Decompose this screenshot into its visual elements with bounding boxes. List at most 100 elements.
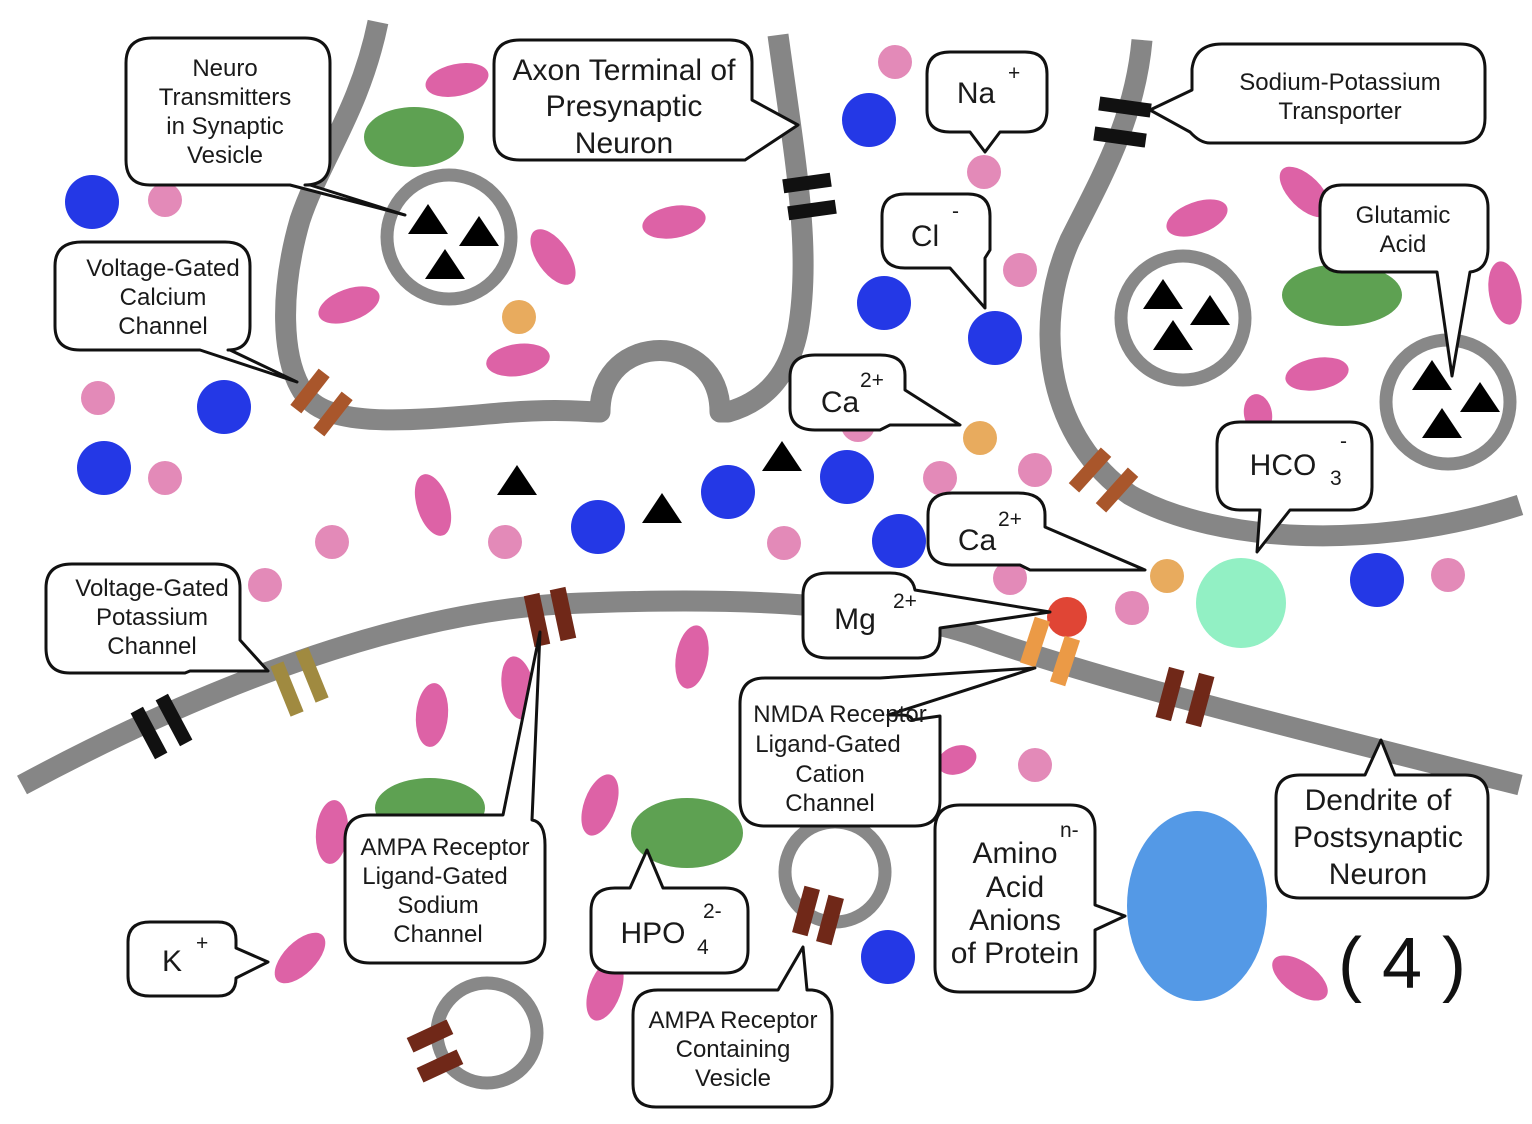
label-line: Voltage-Gated (75, 575, 228, 602)
label-line: Axon Terminal of (513, 54, 737, 87)
ampa-receptor-channel-1 (523, 586, 577, 648)
ion-symbol: K (162, 945, 182, 978)
ion-symbol: Ca (821, 386, 860, 419)
label-bicarbonate-ion: HCO 3 - (1215, 420, 1374, 554)
chloride-ion-icon (820, 450, 874, 504)
label-line: Channel (107, 633, 196, 660)
label-line: Calcium (120, 284, 207, 311)
neurotransmitter-icon (408, 204, 448, 234)
calcium-ion-icon (502, 300, 536, 334)
label-line: Neuro (192, 55, 257, 82)
potassium-ion-icon (1166, 199, 1228, 237)
label-axon-terminal: Axon Terminal of Presynaptic Neuron (492, 38, 800, 162)
postsynaptic-dendrite-membrane (17, 590, 1523, 796)
chloride-ion-icon (968, 311, 1022, 365)
chloride-ion-icon (1350, 553, 1404, 607)
ion-charge: 2+ (893, 590, 917, 613)
bicarbonate-ion-icon (1196, 558, 1286, 648)
ion-charge: + (196, 932, 208, 955)
potassium-ion-icon (415, 683, 449, 747)
ampa-receptor-on-vesicle-2 (406, 1019, 464, 1083)
neurotransmitter-icon (642, 493, 682, 523)
label-line: Transmitters (159, 84, 291, 111)
label-amino-acid-anions: Amino Acid Anions of Protein n- (933, 803, 1127, 994)
label-glutamic-acid: Glutamic Acid (1318, 183, 1490, 378)
sodium-ion-icon (878, 45, 912, 79)
ion-charge: - (1340, 430, 1347, 453)
ion-symbol: Mg (834, 603, 876, 636)
label-nmda-receptor: NMDA Receptor Ligand-Gated Cation Channe… (738, 666, 1037, 828)
ion-subscript: 4 (697, 936, 709, 959)
label-line: Postsynaptic (1293, 821, 1463, 854)
label-line: Ligand-Gated (362, 863, 507, 890)
synaptic-vesicle-3 (1379, 333, 1517, 471)
protein-anion-icon (1127, 811, 1267, 1001)
sodium-ion-icon (1431, 558, 1465, 592)
nmda-receptor-channel (1019, 616, 1081, 687)
label-line: Ligand-Gated (755, 731, 900, 758)
label-line: Channel (785, 790, 874, 817)
label-calcium-ion-2: Ca 2+ (926, 491, 1147, 572)
label-line: Acid (1380, 231, 1427, 258)
neurotransmitter-icon (1190, 295, 1230, 325)
sodium-ion-icon (1115, 591, 1149, 625)
voltage-gated-calcium-channel-1 (290, 368, 353, 437)
label-line: Sodium-Potassium (1239, 69, 1440, 96)
sodium-ion-icon (1003, 253, 1037, 287)
label-ampa-containing-vesicle: AMPA Receptor Containing Vesicle (631, 945, 834, 1109)
potassium-ion-icon (1272, 955, 1328, 1001)
label-ampa-receptor: AMPA Receptor Ligand-Gated Sodium Channe… (343, 630, 547, 965)
sodium-ion-icon (923, 461, 957, 495)
neurotransmitter-icon (1422, 408, 1462, 438)
sodium-potassium-transporter-3 (130, 693, 193, 760)
ion-symbol: Cl (911, 220, 939, 253)
label-line: in Synaptic (166, 113, 283, 140)
label-line: Transporter (1278, 98, 1401, 125)
neurotransmitter-icon (1143, 279, 1183, 309)
chloride-ion-icon (857, 276, 911, 330)
label-line: Channel (393, 921, 482, 948)
synaptic-vesicle-2 (1114, 249, 1252, 387)
sodium-ion-icon (148, 461, 182, 495)
neurotransmitter-icon (459, 216, 499, 246)
neurotransmitter-icon (1412, 360, 1452, 390)
label-line: Glutamic (1356, 202, 1451, 229)
label-voltage-gated-potassium-channel: Voltage-Gated Potassium Channel (44, 562, 270, 675)
ions-layer (65, 45, 1522, 1021)
label-line: Dendrite of (1305, 784, 1452, 817)
label-voltage-gated-calcium-channel: Voltage-Gated Calcium Channel (53, 240, 299, 384)
svg-text:Neuro: Neuro (192, 55, 257, 82)
potassium-ion-icon (581, 774, 619, 836)
neurotransmitter-icon (1460, 382, 1500, 412)
chloride-ion-icon (872, 514, 926, 568)
ion-charge: + (1008, 62, 1020, 85)
potassium-ion-icon (675, 625, 709, 689)
phosphate-ion-icon (364, 107, 464, 167)
potassium-ion-icon (1285, 357, 1349, 391)
ion-symbol: Na (957, 77, 996, 110)
label-line: AMPA Receptor (649, 1007, 818, 1034)
sodium-ion-icon (967, 155, 1001, 189)
label-sodium-potassium-transporter: Sodium-Potassium Transporter (1148, 42, 1487, 145)
label-line: Vesicle (695, 1065, 771, 1092)
presynaptic-axon-membrane (275, 19, 814, 431)
chloride-ion-icon (197, 380, 251, 434)
sodium-potassium-transporter-2 (1093, 96, 1152, 148)
svg-text:in Synaptic: in Synaptic (166, 113, 283, 140)
label-line: Channel (118, 313, 207, 340)
ion-charge: - (952, 200, 959, 223)
ion-charge: 2+ (860, 369, 884, 392)
potassium-ion-icon (414, 474, 452, 536)
sodium-ion-icon (1018, 453, 1052, 487)
potassium-ion-icon (642, 205, 706, 239)
label-calcium-ion-1: Ca 2+ (788, 353, 962, 432)
potassium-ion-icon (315, 800, 349, 864)
magnesium-ion-icon (1047, 597, 1087, 637)
sodium-potassium-transporter-1 (782, 172, 837, 221)
neurotransmitter-icon (497, 465, 537, 495)
chloride-ion-icon (77, 441, 131, 495)
neurotransmitter-icon (425, 249, 465, 279)
label-line: AMPA Receptor (361, 834, 530, 861)
voltage-gated-calcium-channel-2 (1068, 447, 1139, 513)
